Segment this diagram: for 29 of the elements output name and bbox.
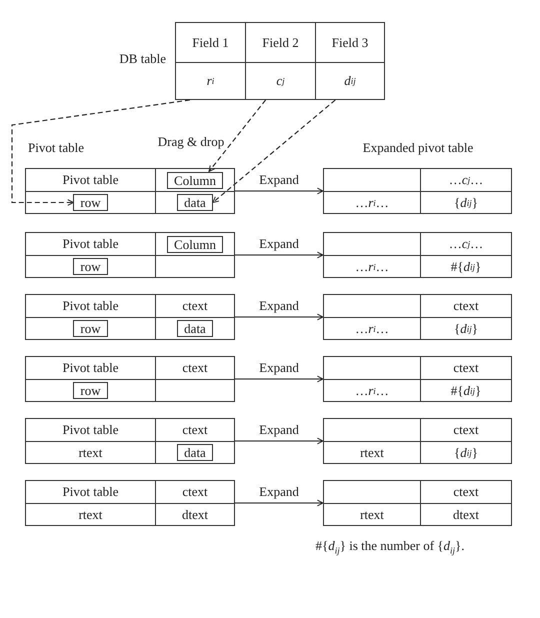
field-tag: row [73, 194, 108, 211]
dashed-arrow [212, 100, 336, 203]
dashed-arrow [11, 99, 190, 206]
edge-label: Expand [257, 172, 301, 188]
edge-label: Expand [257, 298, 301, 314]
arrow [235, 500, 324, 506]
field-tag: data [177, 444, 213, 461]
field-tag: data [177, 194, 213, 211]
field-tag: row [73, 382, 108, 399]
arrow [235, 438, 324, 444]
table-heading: DB table [119, 51, 166, 67]
edge-label: Expand [257, 422, 301, 438]
field-tag: row [73, 320, 108, 337]
edge-label: Expand [257, 360, 301, 376]
edge-label: Expand [257, 484, 301, 500]
edge-label: Expand [257, 236, 301, 252]
arrow [235, 314, 324, 320]
arrow [235, 252, 324, 258]
dashed-arrow [208, 100, 266, 172]
column-heading: Pivot table [28, 140, 84, 156]
column-heading: Expanded pivot table [362, 140, 474, 156]
arrow [235, 188, 324, 194]
footnote: #{d$_{ij}$} is the number of {d$_{ij}$}. [315, 538, 465, 556]
field-tag: Column [167, 172, 223, 188]
field-tag: data [177, 320, 213, 337]
drag-drop-label: Drag & drop [158, 134, 224, 150]
field-tag: Column [167, 236, 223, 252]
field-tag: row [73, 258, 108, 275]
arrow [235, 376, 324, 382]
